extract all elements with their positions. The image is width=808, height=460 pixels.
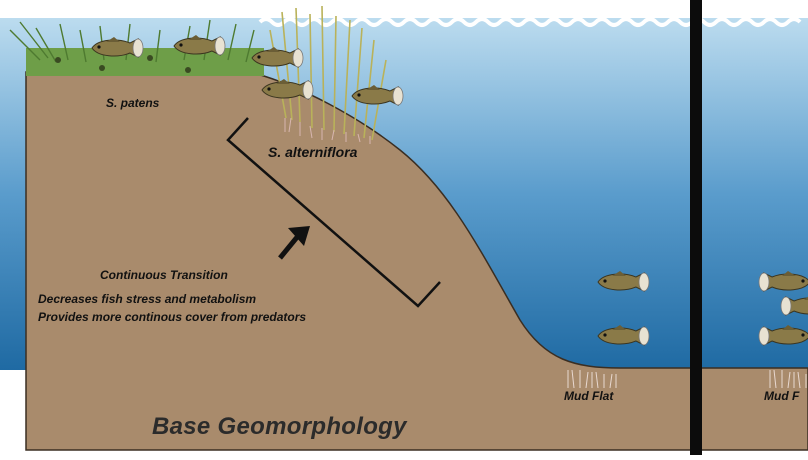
mud-flat-tufts	[567, 369, 807, 389]
mud-flat-label-right: Mud F	[764, 389, 800, 403]
mud-flat-label-left: Mud Flat	[564, 389, 614, 403]
s-patens-label: S. patens	[106, 96, 160, 110]
s-alterniflora-label: S. alterniflora	[268, 144, 358, 160]
s-patens-grass	[9, 19, 264, 76]
marsh-soil	[25, 71, 808, 451]
base-geomorphology-title: Base Geomorphology	[152, 413, 407, 440]
benefit-stress-label: Decreases fish stress and metabolism	[38, 292, 257, 306]
arrow-icon	[278, 226, 310, 260]
continuous-transition-label: Continuous Transition	[100, 268, 228, 282]
benefit-cover-label: Provides more continous cover from preda…	[38, 310, 307, 324]
panel-divider	[690, 0, 702, 455]
alterniflora-roots	[284, 117, 371, 144]
bracket-icon	[226, 117, 441, 308]
